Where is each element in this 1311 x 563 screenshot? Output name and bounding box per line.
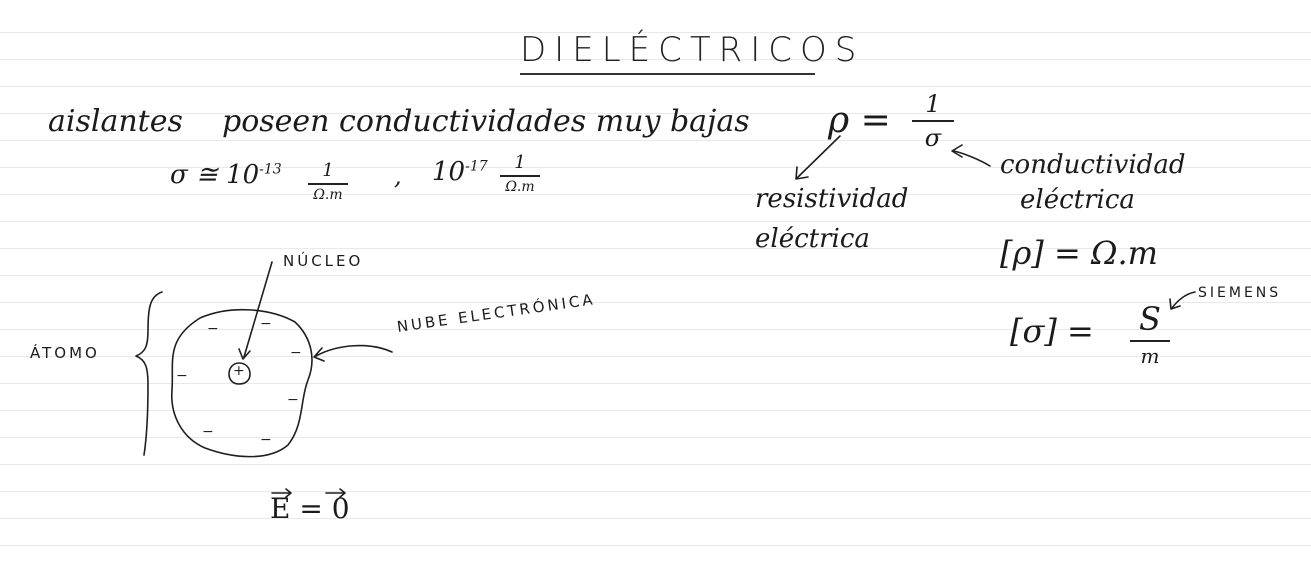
rho-formula-fraction: 1 σ — [912, 90, 954, 152]
electron-4: − — [176, 368, 188, 384]
resistividad-label: resistividad — [755, 184, 909, 214]
nucleo-label: NÚCLEO — [283, 252, 364, 270]
conductividad-label-2: eléctrica — [1020, 185, 1135, 215]
rho-unit: [ρ] = Ω.m — [1000, 234, 1158, 272]
sigma-unit-num: S — [1139, 300, 1161, 338]
field-eq: = — [299, 492, 323, 525]
sigma-unit-fraction: S m — [1130, 300, 1170, 368]
electron-7: − — [260, 432, 272, 448]
rho-formula-num: 1 — [925, 90, 941, 118]
sigma-approx: σ ≅ 10-13 — [170, 160, 282, 190]
fraction-1: 1 Ω.m — [308, 160, 348, 203]
nucleus-circle — [228, 362, 251, 385]
conductividad-arrow — [953, 150, 991, 167]
sigma-unit-lhs: [σ] = — [1010, 312, 1094, 350]
siemens-label: SIEMENS — [1198, 285, 1282, 301]
siemens-arrowhead — [1169, 298, 1181, 310]
conductividad-label: conductividad — [1000, 150, 1186, 180]
title-underline — [520, 73, 815, 75]
atom-brace — [135, 291, 163, 456]
vector-arrow-0 — [325, 488, 346, 498]
cloud-arrowhead — [313, 347, 325, 362]
atomo-label: ÁTOMO — [30, 344, 100, 362]
cloud-arrow — [315, 344, 393, 357]
field-rhs: 0 — [331, 492, 350, 525]
aislantes-text: aislantes — [48, 104, 183, 139]
electron-6: − — [202, 424, 214, 440]
sigma-exp1: -13 — [259, 161, 282, 178]
page-title: DIELÉCTRICOS — [520, 30, 865, 70]
frac1-num: 1 — [322, 160, 334, 181]
siemens-arrow — [1171, 291, 1196, 309]
sigma-base2: 10 — [432, 157, 466, 187]
electron-3: − — [290, 345, 302, 361]
conductividad-arrowhead — [951, 144, 963, 158]
frac1-den: Ω.m — [313, 186, 343, 203]
electron-2: − — [260, 316, 272, 332]
rho-formula-lhs: ρ = — [828, 100, 891, 141]
sigma-unit-bar — [1130, 340, 1170, 342]
sigma-lhs: σ ≅ 10 — [170, 160, 260, 190]
sigma-approx-2: 10-17 — [432, 157, 488, 187]
rho-formula-den: σ — [924, 123, 942, 152]
field-equation: E = 0 — [270, 492, 350, 525]
rho-formula-bar — [912, 120, 954, 122]
vector-arrow-e — [271, 488, 292, 498]
frac2-den: Ω.m — [505, 178, 535, 195]
field-lhs: E — [270, 492, 291, 525]
frac2-num: 1 — [514, 152, 526, 173]
nucleus-plus-sign: + — [233, 363, 245, 379]
poseen-text: poseen conductividades muy bajas — [222, 104, 750, 139]
sigma-exp2: -17 — [465, 158, 488, 175]
electron-cloud-outline — [171, 308, 313, 458]
nucleus-arrow — [243, 261, 273, 358]
resistividad-label-2: eléctrica — [755, 224, 870, 254]
frac1-bar — [308, 183, 348, 185]
resistividad-arrowhead — [795, 166, 809, 180]
frac2-bar — [500, 175, 540, 177]
electron-5: − — [287, 392, 299, 408]
resistividad-arrow — [796, 135, 841, 179]
sigma-unit-den: m — [1140, 343, 1160, 368]
comma-separator: , — [394, 162, 402, 190]
fraction-2: 1 Ω.m — [500, 152, 540, 195]
electron-1: − — [207, 321, 219, 337]
nucleus-arrowhead — [238, 348, 251, 360]
